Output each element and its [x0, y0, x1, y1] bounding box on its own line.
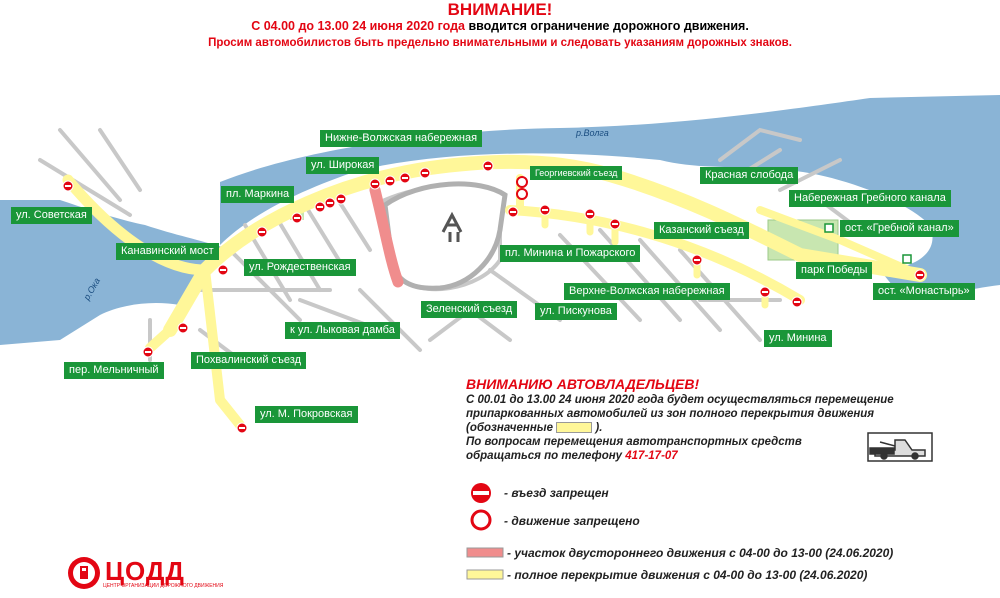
label-grebnoy-nab: Набережная Гребного канала [789, 190, 951, 207]
no-traffic-signs [516, 176, 528, 200]
legend-two-way-swatch [466, 547, 504, 558]
notice-line-5: обращаться по телефону 417-17-07 [466, 449, 946, 463]
legend-no-traffic: - движение запрещено [504, 514, 640, 528]
kremlin-wall [382, 181, 508, 291]
legend-icons [466, 483, 504, 580]
label-melnichny: пер. Мельничный [64, 362, 164, 379]
closure-color-swatch [556, 422, 593, 434]
label-kazansky: Казанский съезд [654, 222, 749, 239]
kremlin-icon [441, 211, 463, 242]
label-pohvalinsky: Похвалинский съезд [191, 352, 307, 369]
notice-line-4: По вопросам перемещения автотранспортных… [466, 436, 802, 448]
alert-line-1: С 04.00 до 13.00 24 июня 2020 года вводи… [0, 19, 1000, 33]
notice-line-1: С 00.01 до 13.00 24 июня 2020 года будет… [466, 394, 894, 406]
notice-line-2: припаркованных автомобилей из зон полног… [466, 408, 875, 420]
label-sovetskaya: ул. Советская [11, 207, 92, 224]
legend-no-traffic-icon [470, 509, 492, 531]
logo-name: ЦОДД [105, 556, 185, 586]
label-georgievsky: Георгиевский съезд [530, 166, 623, 180]
notice-line-5-text: обращаться по телефону [466, 450, 626, 462]
label-shirokaya: ул. Широкая [306, 157, 380, 174]
owners-notice: ВНИМАНИЮ АВТОВЛАДЕЛЬЦЕВ! С 00.01 до 13.0… [466, 377, 946, 463]
logo-subtitle: ЦЕНТР ОРГАНИЗАЦИИ ДОРОЖНОГО ДВИЖЕНИЯ [103, 583, 224, 589]
notice-line-3a: (обозначенные [466, 422, 553, 434]
oka-river [0, 200, 225, 345]
notice-phone: 417-17-07 [625, 450, 678, 462]
no-entry-signs [62, 160, 926, 434]
label-monastyr: ост. «Монастырь» [873, 283, 975, 300]
label-rozhd: ул. Рождественская [244, 259, 356, 276]
label-piskunova: ул. Пискунова [535, 303, 617, 320]
label-kanavinsky: Канавинский мост [116, 243, 219, 260]
label-minina: ул. Минина [764, 330, 832, 347]
label-krasnaya: Красная слобода [700, 167, 799, 184]
label-markina: пл. Маркина [221, 186, 295, 203]
label-pokrovskaya: ул. М. Покровская [255, 406, 358, 423]
label-zelensky: Зеленский съезд [421, 301, 518, 318]
alert-restriction-text: вводится ограничение дорожного движения. [464, 19, 749, 33]
legend-closure-swatch [466, 569, 504, 580]
bus-stop-icons [824, 223, 912, 264]
two-way-segment [369, 184, 404, 288]
alert-time-range: С 04.00 до 13.00 24 июня 2020 года [251, 19, 465, 33]
label-lykova: к ул. Лыковая дамба [285, 322, 400, 339]
notice-title: ВНИМАНИЮ АВТОВЛАДЕЛЬЦЕВ! [466, 376, 700, 392]
tow-truck-icon [867, 432, 933, 462]
label-grebnoy-ost: ост. «Гребной канал» [840, 220, 959, 237]
label-nizhne: Нижне-Волжская набережная [320, 130, 483, 147]
legend-no-entry: - въезд запрещен [504, 486, 609, 500]
label-minina-pozh: пл. Минина и Пожарского [500, 245, 641, 262]
notice-line-3: (обозначенные ). [466, 421, 946, 435]
alert-title: ВНИМАНИЕ! [447, 0, 553, 19]
notice-line-3b: ). [595, 422, 603, 434]
logo-emblem [68, 557, 100, 589]
river-volga-label: р.Волга [576, 128, 609, 138]
alert-line-2: Просим автомобилистов быть предельно вни… [208, 37, 792, 49]
label-verhne: Верхне-Волжская набережная [564, 283, 730, 300]
label-park: парк Победы [796, 262, 873, 279]
legend-two-way: - участок двустороннего движения с 04-00… [507, 546, 894, 560]
legend-full-closure: - полное перекрытие движения с 04-00 до … [507, 568, 868, 582]
